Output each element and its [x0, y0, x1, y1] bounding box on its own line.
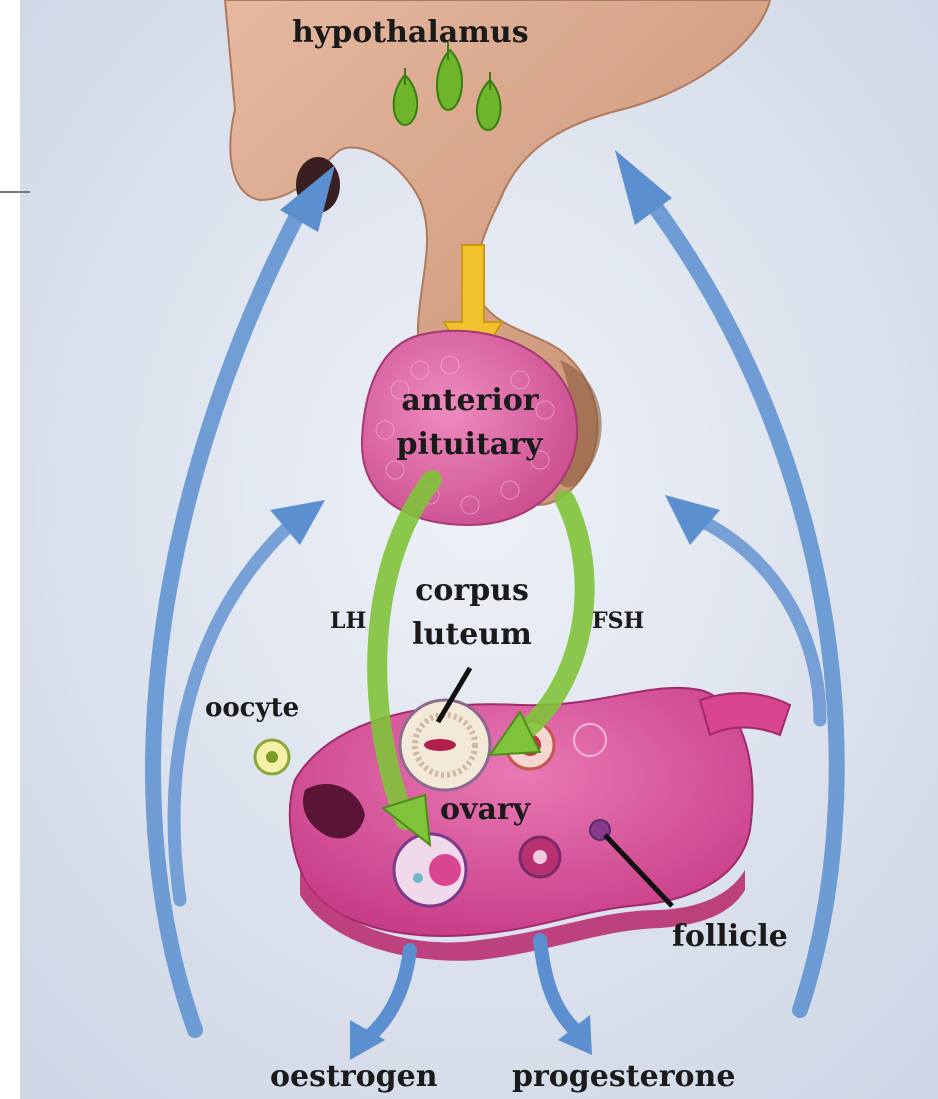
label-oocyte: oocyte	[205, 695, 299, 721]
label-pituitary: pituitary	[392, 430, 547, 460]
label-ovary: ovary	[440, 795, 530, 825]
label-lh: LH	[330, 610, 366, 632]
label-follicle: follicle	[672, 922, 788, 952]
label-fsh: FSH	[592, 610, 644, 632]
label-hypothalamus: hypothalamus	[292, 18, 529, 48]
label-luteum: luteum	[408, 620, 536, 650]
label-progesterone: progesterone	[512, 1062, 735, 1092]
label-oestrogen: oestrogen	[270, 1062, 438, 1092]
label-corpus: corpus	[408, 576, 536, 606]
label-anterior: anterior	[395, 386, 545, 416]
